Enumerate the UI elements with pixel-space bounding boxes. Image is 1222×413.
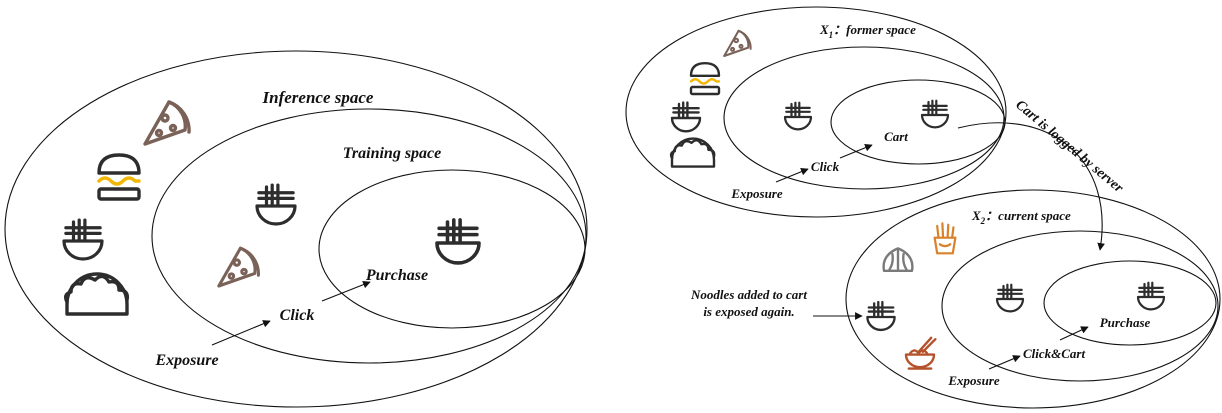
- noodle-bowl-icon: [995, 283, 1025, 313]
- exposure-label: Exposure: [154, 352, 218, 369]
- pizza-slice-icon: [723, 29, 752, 58]
- clickcart-to-purchase-arrow: [1059, 326, 1089, 341]
- current-purchase-ellipse: [1043, 260, 1217, 346]
- noodle-bowl-icon: [435, 218, 481, 265]
- bottom-right-diagram: X2：current space Purchase Click&Cart Exp…: [845, 189, 1221, 409]
- purchase-label: Purchase: [1100, 315, 1151, 330]
- click-to-cart-arrow: [839, 144, 873, 159]
- exposure-to-click-arrow: [211, 320, 271, 346]
- training-space-label: Training space: [343, 145, 442, 162]
- click-to-purchase-arrow: [321, 280, 371, 302]
- former-cart-ellipse: [830, 79, 1006, 165]
- note-line-1: Noodles added to cart: [690, 287, 807, 302]
- exposure-label: Exposure: [730, 186, 783, 201]
- purchase-space-ellipse: [318, 169, 586, 329]
- click-label: Click: [811, 159, 840, 174]
- exposure-to-click-arrow: [775, 168, 809, 183]
- noodle-bowl-icon: [62, 218, 104, 261]
- taco-icon: [63, 272, 130, 316]
- former-click-ellipse: [723, 46, 1005, 190]
- inference-space-ellipse: [4, 50, 588, 408]
- click-label: Click: [280, 307, 315, 324]
- current-space-title: X2：current space: [971, 208, 1071, 226]
- noodle-bowl-icon: [1136, 281, 1166, 311]
- exposure-to-clickcart-arrow: [988, 355, 1021, 370]
- note: Noodles added to cart is exposed again.: [690, 287, 863, 320]
- noodle-bowl-icon: [255, 183, 297, 226]
- noodle-bowl-icon: [866, 300, 896, 332]
- purchase-label: Purchase: [365, 267, 428, 284]
- transition-label: Cart is logged by server: [1012, 98, 1126, 197]
- left-diagram: Inference space Training space Purchase …: [4, 50, 588, 408]
- transition: Cart is logged by server: [957, 98, 1126, 251]
- dumpling-icon: [882, 247, 914, 272]
- clickcart-label: Click&Cart: [1023, 346, 1086, 361]
- fries-icon: [933, 222, 957, 255]
- exposure-label: Exposure: [947, 373, 1000, 388]
- top-right-diagram: X1：former space Cart Click Exposure: [625, 6, 1007, 218]
- former-space-ellipse: [625, 6, 1007, 218]
- taco-icon: [669, 137, 716, 168]
- cart-logged-arrow: [957, 122, 1105, 251]
- cart-label: Cart: [884, 129, 908, 144]
- burger-icon: [97, 153, 141, 201]
- pizza-slice-icon: [217, 246, 260, 288]
- current-space-ellipse: [845, 189, 1221, 409]
- pizza-slice-icon: [143, 100, 191, 146]
- burger-icon: [689, 62, 721, 96]
- noodle-bowl-icon: [920, 99, 950, 129]
- training-space-ellipse: [151, 108, 587, 364]
- noodle-bowl-icon: [783, 101, 813, 131]
- inference-space-label: Inference space: [262, 88, 374, 107]
- ramen-bowl-icon: [904, 336, 937, 370]
- noodle-bowl-icon: [670, 101, 702, 133]
- current-click-ellipse: [941, 230, 1219, 382]
- note-line-2: is exposed again.: [703, 304, 794, 319]
- former-space-title: X1：former space: [819, 22, 916, 40]
